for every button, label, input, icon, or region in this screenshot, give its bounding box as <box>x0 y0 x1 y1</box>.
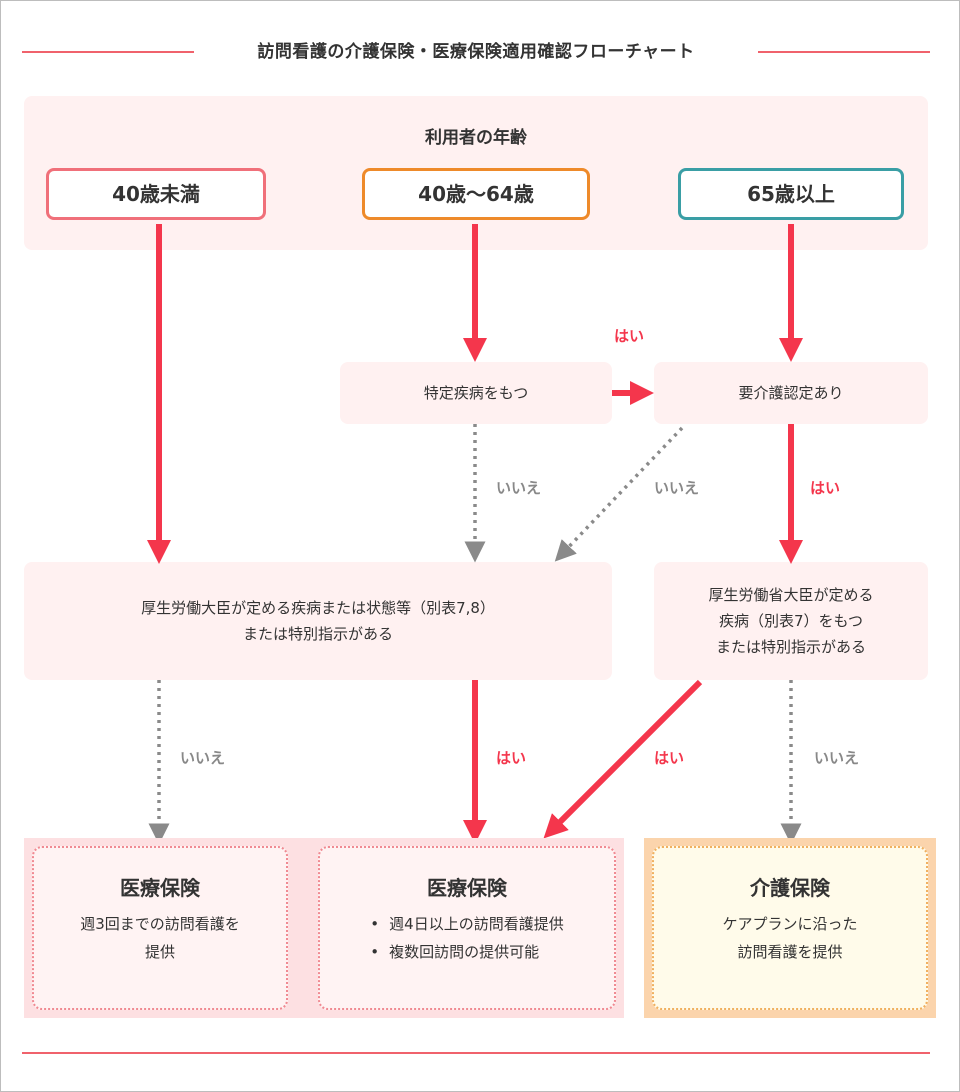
label-yes-condition: はい <box>496 749 527 767</box>
age-heading: 利用者の年齢 <box>425 128 527 148</box>
title-rule-right <box>758 51 930 53</box>
node-mhlw-condition-line2: または特別指示がある <box>242 625 393 643</box>
age-under-40: 40歳未満 <box>46 168 266 220</box>
result-medical-1: 医療保険 週3回までの訪問看護を 提供 <box>32 846 288 1010</box>
result-medical-2-list: 週4日以上の訪問看護提供 複数回訪問の提供可能 <box>370 910 564 966</box>
arrow-care-no-to-condition <box>554 426 684 562</box>
arrow-mhlw-disease-yes-to-medical2 <box>543 679 703 839</box>
age-65-plus: 65歳以上 <box>678 168 904 220</box>
title-rule-left <box>22 51 194 53</box>
node-mhlw-disease-line2: 疾病（別表7）をもつ <box>719 612 863 630</box>
page-title: 訪問看護の介護保険・医療保険適用確認フローチャート <box>257 42 695 62</box>
label-no-care: いいえ <box>654 479 700 497</box>
node-mhlw-disease: 厚生労働省大臣が定める 疾病（別表7）をもつ または特別指示がある <box>654 562 928 680</box>
result-medical-2: 医療保険 週4日以上の訪問看護提供 複数回訪問の提供可能 <box>318 846 616 1010</box>
result-medical-2-item: 複数回訪問の提供可能 <box>370 938 563 966</box>
label-no-mhlw-disease: いいえ <box>814 749 860 767</box>
node-specific-disease: 特定疾病をもつ <box>340 362 612 424</box>
result-care-desc-line2: 訪問看護を提供 <box>737 943 843 961</box>
label-yes-mhlw-disease: はい <box>654 749 685 767</box>
label-yes-care: はい <box>810 479 841 497</box>
label-no-condition: いいえ <box>180 749 226 767</box>
node-care-certified: 要介護認定あり <box>654 362 928 424</box>
node-mhlw-condition: 厚生労働大臣が定める疾病または状態等（別表7,8） または特別指示がある <box>24 562 612 680</box>
result-care-desc: ケアプランに沿った 訪問看護を提供 <box>654 910 926 966</box>
result-medical-2-item: 週4日以上の訪問看護提供 <box>370 910 564 938</box>
result-care-desc-line1: ケアプランに沿った <box>722 915 858 933</box>
label-yes-disease: はい <box>614 327 645 345</box>
result-medical-1-desc: 週3回までの訪問看護を 提供 <box>34 910 286 966</box>
label-no-disease: いいえ <box>496 479 542 497</box>
node-mhlw-disease-line1: 厚生労働省大臣が定める <box>708 586 874 604</box>
age-40-to-64: 40歳〜64歳 <box>362 168 590 220</box>
node-mhlw-disease-line3: または特別指示がある <box>715 638 866 656</box>
node-specific-disease-text: 特定疾病をもつ <box>423 384 529 402</box>
node-care-certified-text: 要介護認定あり <box>738 384 844 402</box>
result-care: 介護保険 ケアプランに沿った 訪問看護を提供 <box>652 846 928 1010</box>
result-medical-2-title: 医療保険 <box>427 876 507 900</box>
result-medical-1-title: 医療保険 <box>120 876 200 900</box>
result-care-title: 介護保険 <box>750 876 830 900</box>
node-mhlw-condition-line1: 厚生労働大臣が定める疾病または状態等（別表7,8） <box>141 599 495 617</box>
bottom-rule <box>22 1052 930 1054</box>
result-medical-1-desc-line1: 週3回までの訪問看護を <box>80 915 240 933</box>
result-medical-1-desc-line2: 提供 <box>144 943 175 961</box>
